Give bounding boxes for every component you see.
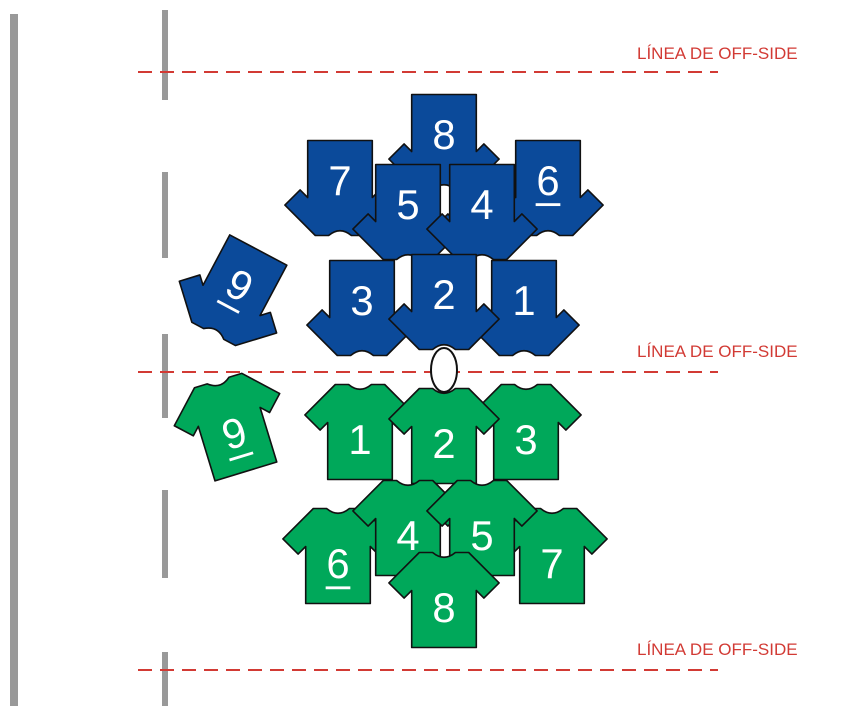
offside-label-bottom: LÍNEA DE OFF-SIDE (637, 640, 798, 660)
offside-label-middle: LÍNEA DE OFF-SIDE (637, 342, 798, 362)
green-player-3: 3 (471, 385, 581, 480)
offside-label-top: LÍNEA DE OFF-SIDE (637, 44, 798, 64)
green-number-5: 5 (470, 512, 493, 559)
green-number-underline (326, 586, 351, 589)
touchline (10, 14, 18, 706)
green-player-9: 9 (165, 364, 298, 487)
green-number-4: 4 (396, 512, 419, 559)
green-number-8: 8 (432, 584, 455, 631)
blue-number-1: 1 (512, 277, 535, 324)
green-number-3: 3 (514, 416, 537, 463)
green-player-2: 2 (389, 389, 499, 484)
green-number-2: 2 (432, 420, 455, 467)
five-meter-line-segment (162, 10, 168, 100)
blue-number-3: 3 (350, 277, 373, 324)
green-player-8: 8 (389, 553, 499, 648)
five-meter-line-segment (162, 652, 168, 706)
blue-number-5: 5 (396, 181, 419, 228)
blue-number-8: 8 (432, 111, 455, 158)
blue-number-underline (536, 203, 561, 206)
green-player-1: 1 (305, 385, 415, 480)
blue-number-6: 6 (536, 157, 559, 204)
blue-number-4: 4 (470, 181, 493, 228)
green-number-1: 1 (348, 416, 371, 463)
five-meter-line-segment (162, 334, 168, 418)
blue-number-2: 2 (432, 271, 455, 318)
green-number-7: 7 (540, 540, 563, 587)
green-number-6: 6 (326, 540, 349, 587)
five-meter-line-segment (162, 490, 168, 578)
blue-player-9: 9 (165, 224, 307, 360)
five-meter-line-segment (162, 172, 168, 258)
blue-player-2: 2 (389, 255, 499, 350)
blue-number-7: 7 (328, 157, 351, 204)
ball-icon (431, 348, 457, 392)
